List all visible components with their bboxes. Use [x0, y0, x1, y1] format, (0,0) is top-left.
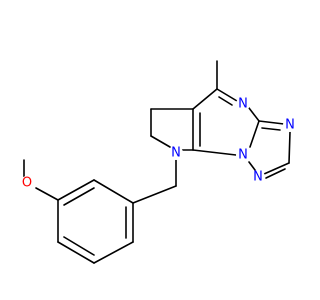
bond-c-bridge-n-triazole-right: [258, 120, 285, 125]
bond-ch-n-triazole-bottom-double: [265, 168, 286, 179]
bond-benzene-4-5: [57, 241, 95, 264]
bond-n-triazole-right-ch: [288, 131, 291, 164]
atom-n-bridge-label: N: [238, 148, 248, 163]
atoms: N N N N N O: [20, 97, 297, 191]
bond-ch2-bottom-n-pyrrolidine: [150, 135, 171, 148]
atom-n-triazole-bottom: N: [251, 170, 265, 185]
atom-n-triazole-bottom-label: N: [253, 170, 263, 185]
bond-n-pyrimidine-c-bridge: [248, 107, 260, 122]
bond-c-ring-c-methyl: [192, 88, 218, 110]
bond-benzene-o: [35, 187, 59, 201]
bond-benzene-5-6: [93, 241, 134, 264]
bond-benzene-2-3-double: [63, 187, 95, 206]
atom-o-methoxy-label: O: [22, 176, 32, 191]
atom-o-methoxy: O: [20, 176, 34, 191]
bond-benzene-4-5-double: [63, 236, 95, 256]
bonds: [23, 60, 291, 264]
atom-n-pyrrolidine: N: [169, 146, 183, 161]
bond-n-bridge-c-junction: [192, 149, 237, 156]
atom-n-triazole-right-label: N: [285, 118, 295, 133]
bond-n-triazole-bottom-n-bridge: [248, 161, 256, 171]
atom-n-pyrimidine: N: [236, 97, 250, 112]
bond-benzyl-ch2-ring: [132, 185, 177, 204]
bond-c-bridge-n-triazole-right-double: [261, 127, 281, 131]
molecule-structure: N N N N N O: [20, 60, 297, 264]
atom-n-pyrimidine-label: N: [238, 97, 248, 112]
bond-c-bridge-n-bridge: [249, 120, 260, 148]
atom-n-pyrrolidine-label: N: [171, 146, 181, 161]
bond-c-methyl-n-pyrimidine: [216, 88, 238, 102]
atom-n-bridge: N: [236, 148, 250, 163]
bond-c-methyl-n-pyrimidine-double: [218, 96, 233, 106]
bond-benzene-2-3: [57, 179, 95, 201]
bond-ch-n-triazole-bottom: [263, 162, 290, 175]
bond-benzene-1-2: [93, 179, 134, 204]
atom-n-triazole-right: N: [283, 118, 297, 133]
